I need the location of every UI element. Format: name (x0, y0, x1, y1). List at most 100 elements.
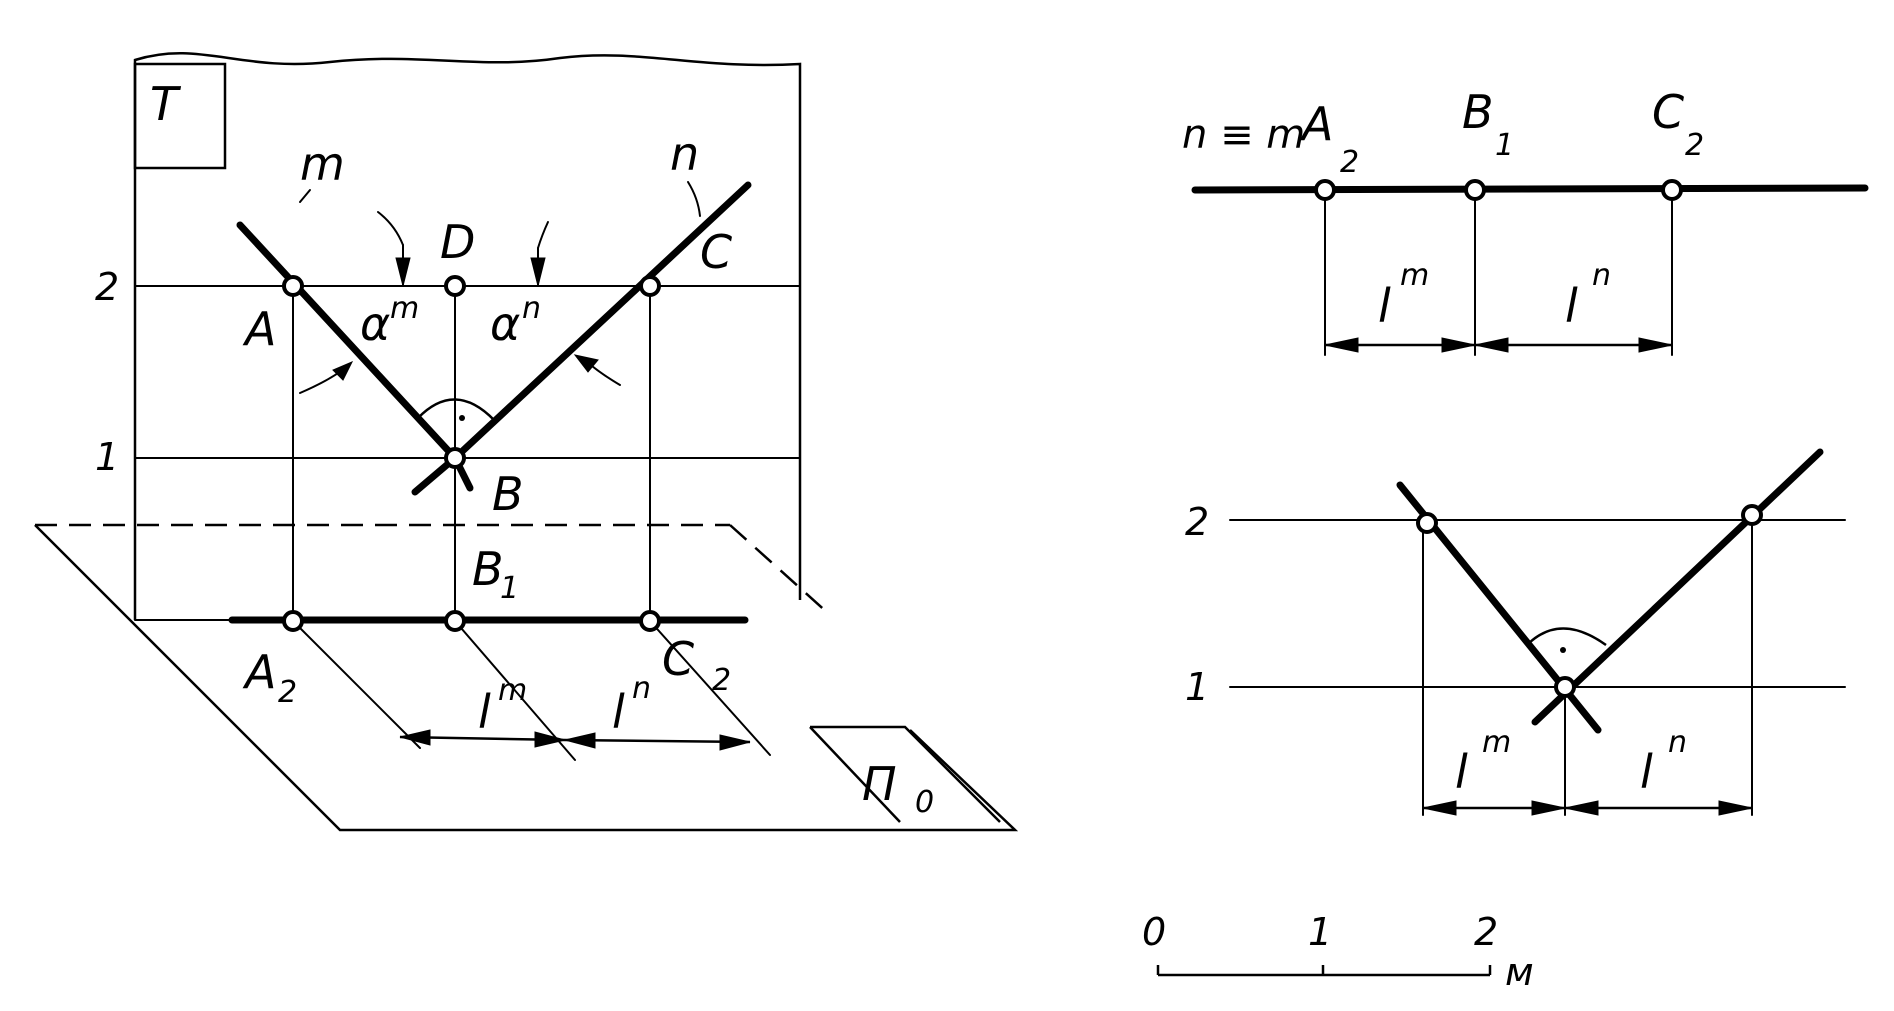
top-right-c2-label: C (1652, 85, 1684, 139)
top-right-arrow-3 (1474, 337, 1509, 353)
top-right-point-b1 (1464, 179, 1486, 201)
arrow-lm-left (399, 729, 431, 746)
plane-pi-label: Π (862, 757, 897, 811)
level-label-1: 1 (95, 435, 119, 479)
bottom-right-point-b (1554, 676, 1576, 698)
top-right-b1-label: B (1462, 85, 1494, 139)
bottom-right-level-2-label: 2 (1185, 500, 1209, 544)
left-ln-label: l (612, 685, 625, 739)
top-right-lm-sup: m (1400, 258, 1429, 293)
point-a2-label: A (242, 645, 276, 699)
ground-slant-c2 (649, 620, 771, 756)
top-right-arrow-4 (1638, 337, 1673, 353)
point-c2 (639, 610, 661, 632)
bottom-right-arrow-1 (1422, 800, 1457, 816)
line-m-label: m (300, 137, 345, 191)
plane-pi-label-box (810, 725, 1001, 823)
alpha-n-top-arrow-line (537, 221, 549, 249)
line-m (236, 221, 459, 462)
top-right-ln-sup: n (1592, 258, 1611, 293)
dim-line-ln (564, 738, 751, 744)
top-right-b1-sub: 1 (1495, 128, 1514, 163)
scale-bar-label-1: 1 (1308, 910, 1332, 954)
top-right-a2-sub: 2 (1340, 145, 1359, 180)
bottom-right-lm-sup: m (1482, 725, 1511, 760)
bottom-right-point-right (1741, 504, 1763, 526)
bottom-right-level-1-label: 1 (1185, 665, 1209, 709)
left-lm-sup: m (498, 673, 527, 708)
scale-bar-unit: м (1505, 950, 1534, 994)
alpha-n-sup: n (522, 291, 541, 326)
scale-bar-label-0: 0 (1142, 910, 1166, 954)
alpha-m-top-arrowhead (395, 257, 411, 287)
top-right-line-label: n ≡ m (1182, 112, 1305, 158)
point-b1-sub: 1 (500, 571, 519, 606)
top-right-thick-line (1191, 184, 1869, 194)
point-b-label: B (492, 467, 524, 521)
plane-pi-label-box-left (809, 726, 901, 823)
point-a-label: A (242, 302, 276, 356)
scale-bar-label-2: 2 (1474, 910, 1498, 954)
alpha-m-sup: m (390, 291, 419, 326)
scale-bar: 0 1 2 м (1142, 910, 1534, 994)
point-d (444, 275, 466, 297)
top-right-c2-sub: 2 (1685, 128, 1704, 163)
bottom-right-point-left (1416, 512, 1438, 534)
bottom-right-right-angle (1526, 627, 1607, 647)
point-b1 (444, 610, 466, 632)
plane-pi-label-sub: 0 (915, 785, 934, 820)
point-c-label: C (700, 225, 732, 279)
line-n (451, 181, 752, 462)
point-a (282, 275, 304, 297)
bottom-right-lm-label: l (1455, 745, 1468, 799)
top-right-arrow-2 (1441, 337, 1476, 353)
leader-m (299, 189, 311, 203)
arrow-ln-left (564, 732, 596, 749)
bottom-right-line-n (1531, 448, 1824, 726)
plane-t-label-box (133, 62, 227, 170)
arrow-lm-right (534, 731, 566, 748)
plane-t-outline (133, 52, 802, 620)
point-c (639, 275, 661, 297)
bottom-right-ln-label: l (1640, 745, 1653, 799)
point-d-label: D (440, 215, 475, 269)
point-a2-sub: 2 (278, 675, 297, 710)
right-angle-dot (459, 415, 465, 421)
left-lm-label: l (478, 685, 491, 739)
plane-t-label: T (150, 77, 182, 131)
right-angle-arc (417, 398, 495, 421)
bottom-right-arrow-2 (1531, 800, 1566, 816)
point-b1-label: B (472, 542, 504, 596)
line-n-label: n (670, 127, 699, 181)
arrow-ln-right (719, 734, 751, 751)
point-c2-sub: 2 (712, 663, 731, 698)
bottom-right-ln-sup: n (1668, 725, 1687, 760)
left-ln-sup: n (632, 671, 651, 706)
bottom-right-view: 2 1 l m l n (1185, 448, 1846, 816)
alpha-m-top-arrow-line (377, 211, 404, 246)
alpha-n-label: α (490, 297, 520, 351)
point-c2-label: C (662, 632, 694, 686)
left-view: T 2 1 Π 0 l m l n (34, 52, 1019, 832)
level-label-2: 2 (95, 265, 119, 309)
top-right-arrow-1 (1324, 337, 1359, 353)
alpha-m-label: α (360, 297, 390, 351)
plane-pi-outline (34, 524, 1019, 832)
top-right-point-a2 (1314, 179, 1336, 201)
alpha-n-arrow (573, 354, 599, 373)
alpha-m-arrow (332, 361, 354, 381)
top-right-point-c2 (1661, 179, 1683, 201)
ground-slant-a2 (292, 620, 421, 749)
point-b (444, 447, 466, 469)
top-right-lm-label: l (1378, 279, 1391, 333)
bottom-right-arrow-3 (1564, 800, 1599, 816)
top-right-a2-label: A (1299, 97, 1333, 151)
bottom-right-angle-dot (1560, 647, 1566, 653)
bottom-right-arrow-4 (1718, 800, 1753, 816)
plane-pi-right-edge (729, 524, 831, 616)
leader-n (687, 181, 701, 217)
point-a2 (282, 610, 304, 632)
top-right-view: n ≡ m A 2 B 1 C 2 l m l n (1182, 85, 1869, 356)
alpha-n-top-arrowhead (530, 257, 546, 287)
